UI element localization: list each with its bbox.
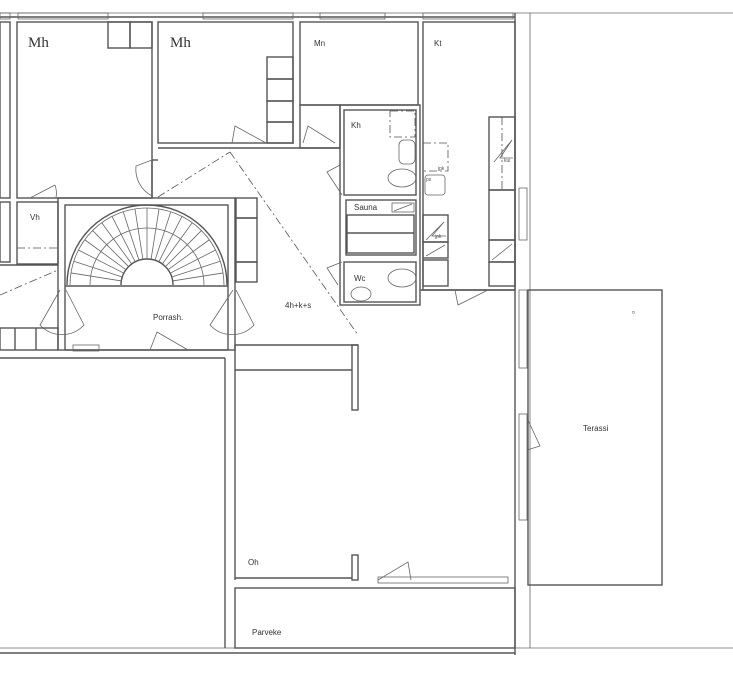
room-label-vh: Vh [30, 213, 40, 222]
bathroom-block: Kh Sauna Wc jpk jpk ps [326, 104, 449, 306]
room-label-mn: Mn [314, 39, 325, 48]
stair-tread [165, 230, 202, 267]
room-label-oh: Oh [248, 558, 259, 567]
stair-tread [101, 222, 133, 265]
stair-tread [70, 272, 122, 282]
stair-tread [122, 211, 140, 261]
stair-tread [167, 239, 210, 271]
left-walls [0, 21, 58, 266]
room-parveke: Parveke [234, 587, 516, 649]
stair-tread [78, 249, 125, 274]
fixture-label-ps: ps [426, 177, 432, 183]
room-mh-2: Mh [157, 21, 294, 144]
room-label-parveke: Parveke [252, 628, 282, 637]
stair-tread [84, 239, 127, 271]
room-label-terassi: Terassi [583, 424, 609, 433]
room-mh-1: Mh [16, 21, 153, 199]
room-label-sauna: Sauna [354, 203, 378, 212]
room-label-porrash: Porrash. [153, 313, 183, 322]
stair-tread [92, 230, 129, 267]
apartment-type-label: 4h+k+s [285, 301, 311, 310]
stair-tread [134, 208, 144, 260]
lamp-icon: ¤ [632, 310, 635, 316]
stair-tread [158, 216, 183, 263]
room-kt: kui Kt [422, 21, 528, 291]
stair-tread [154, 211, 172, 261]
room-label-kh: Kh [351, 121, 361, 130]
stair-tread [161, 222, 193, 265]
stair-tread [171, 260, 221, 278]
room-terassi: ¤ Terassi [527, 289, 663, 586]
stair-tread [150, 208, 160, 260]
room-label-wc: Wc [354, 274, 366, 283]
room-label-kt: Kt [434, 39, 442, 48]
room-oh: 4h+k+s Oh [234, 289, 541, 584]
room-label-mh-2: Mh [170, 35, 191, 51]
left-lower [0, 327, 226, 648]
stair-tread [111, 216, 136, 263]
fixture-label-jpk-1: jpk [437, 166, 445, 172]
stair-tread [172, 272, 224, 282]
stairwell: Porrash. [39, 197, 258, 352]
stair-tread [169, 249, 216, 274]
stair-tread [73, 260, 123, 278]
room-label-mh-1: Mh [28, 35, 49, 51]
fixture-label-jpk-2: jpk [434, 234, 442, 240]
hallway [0, 147, 359, 336]
room-vh: Vh [16, 201, 59, 265]
fixture-label-kui: kui [504, 158, 510, 164]
